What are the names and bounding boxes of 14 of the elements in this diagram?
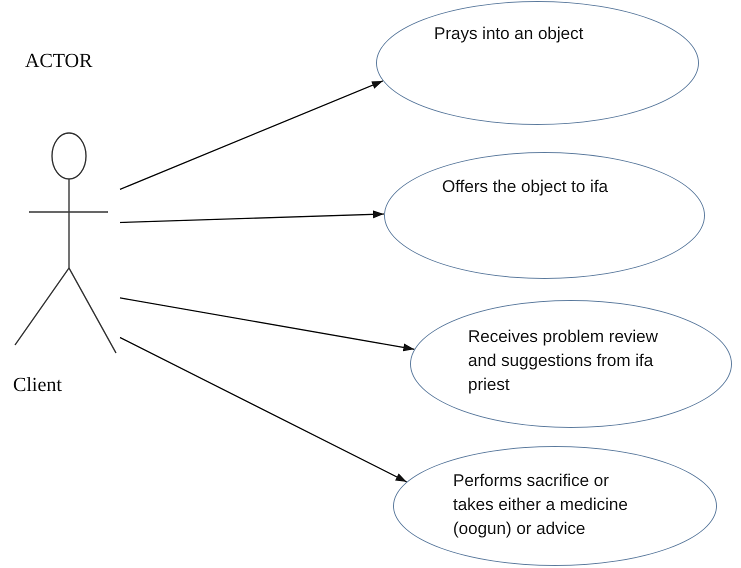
use-case-ellipse [376,1,699,125]
use-case-ellipse [384,152,705,279]
arrow [120,80,384,190]
use-case-ellipse [410,300,732,428]
use-case-ellipse [393,446,717,566]
arrow [120,297,414,352]
arrow [120,336,407,482]
use-case-label: Prays into an object [434,23,584,45]
use-case-label: Offers the object to ifa [442,176,609,198]
actor-name: Client [13,373,63,397]
use-case-label: Performs sacrifice or takes either a medicine (oogun) or advice [453,470,629,540]
arrow [120,210,384,224]
use-case-label: Receives problem review and suggestions from ifa priest [468,326,659,396]
actor-heading: ACTOR [25,49,92,73]
